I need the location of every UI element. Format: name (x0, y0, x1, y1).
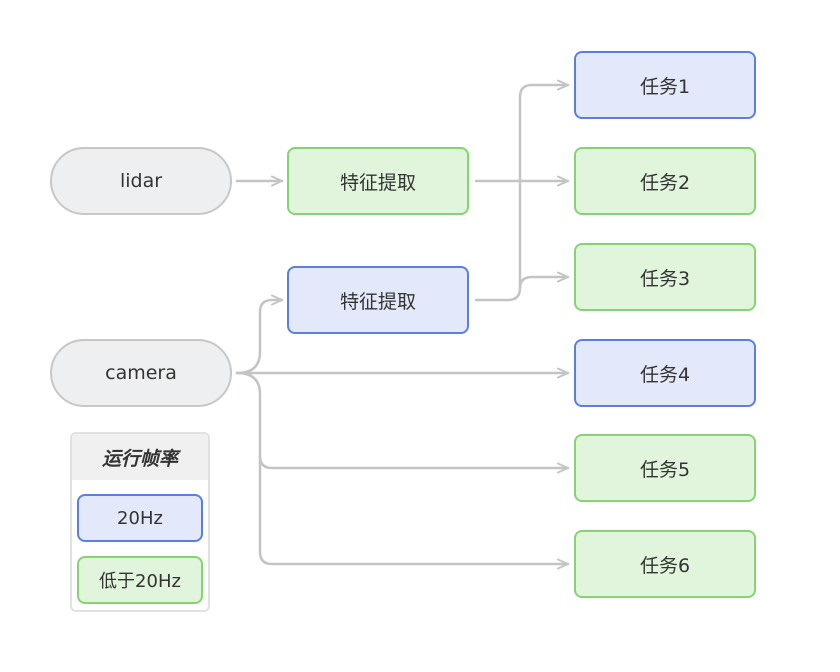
lidar-node: lidar (50, 147, 232, 215)
lidar-feature-extraction-node: 特征提取 (287, 147, 469, 215)
legend: 运行帧率 20Hz 低于20Hz (70, 432, 210, 612)
arrow-camera-feature-to-task3 (518, 271, 570, 290)
task-3-node: 任务3 (574, 243, 756, 311)
legend-title: 运行帧率 (72, 434, 208, 480)
legend-fast-swatch: 20Hz (77, 494, 203, 542)
task-2-node: 任务2 (574, 147, 756, 215)
task-5-node: 任务5 (574, 434, 756, 502)
arrow-camera-to-task5 (235, 371, 570, 474)
arrow-camera-feature-to-task1 (474, 79, 570, 302)
task-1-node: 任务1 (574, 51, 756, 119)
camera-feature-extraction-node: 特征提取 (287, 266, 469, 334)
legend-slow-swatch: 低于20Hz (77, 556, 203, 604)
arrow-camera-to-feature (235, 294, 284, 375)
camera-node: camera (50, 339, 232, 407)
task-6-node: 任务6 (574, 530, 756, 598)
arrow-camera-to-task6 (258, 454, 570, 570)
task-4-node: 任务4 (574, 339, 756, 407)
